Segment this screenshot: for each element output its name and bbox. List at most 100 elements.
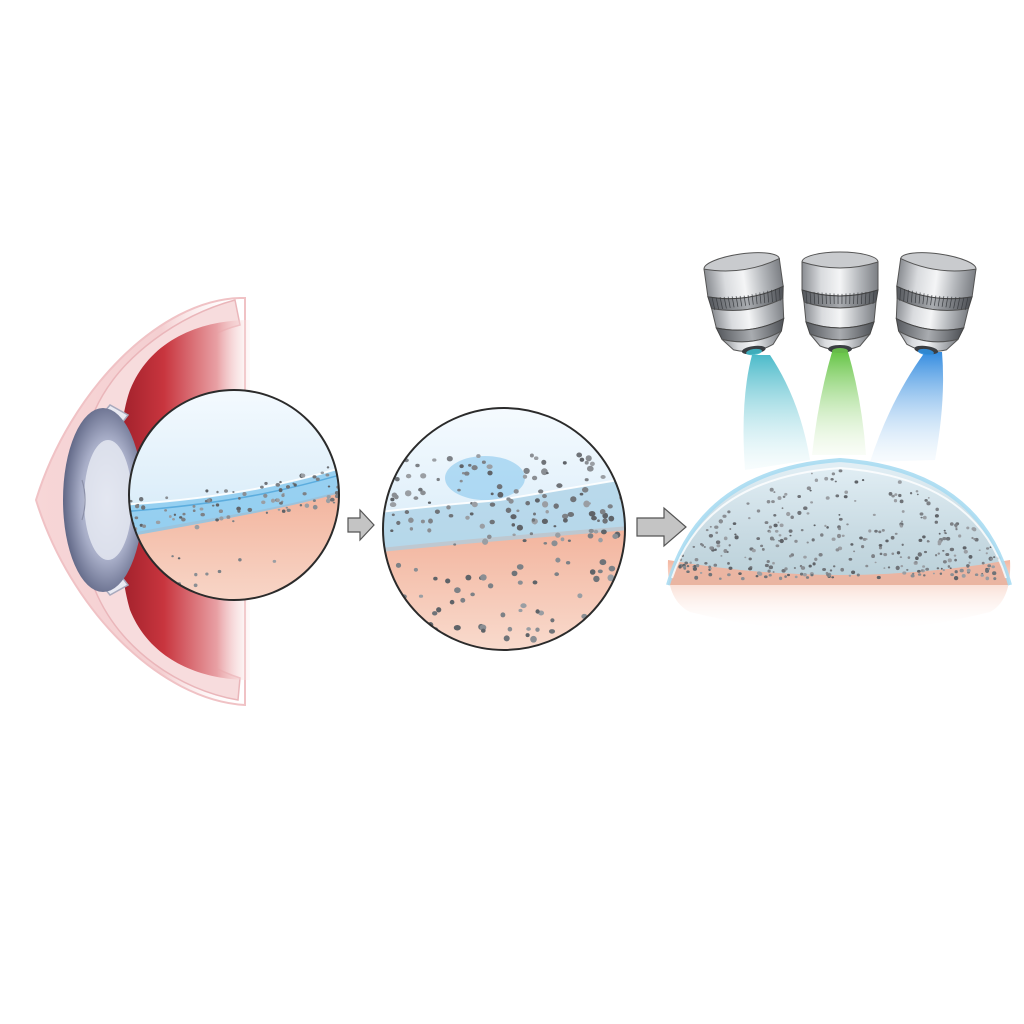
particle [891,494,895,498]
particle [535,627,540,632]
particle [238,497,241,500]
knurl-line [903,288,905,302]
particle [418,594,424,598]
particle [433,576,438,581]
particle [576,452,583,458]
objective-glow [918,348,934,356]
particle [516,509,520,513]
particle [588,528,594,533]
particle [838,469,843,473]
particle [837,533,841,539]
objective-glow [832,348,848,354]
particle [966,526,970,530]
particle [693,564,697,568]
knurl-line [767,290,769,303]
particle [205,489,209,493]
knurl-line [743,295,746,306]
particle [766,560,770,563]
particle [600,475,606,479]
particle [562,461,567,465]
particle [293,483,297,487]
particle [718,577,722,580]
particle [774,529,779,533]
particle [193,583,198,588]
particle [607,504,613,509]
particle [325,473,330,477]
particle [769,536,774,541]
particle [963,549,968,554]
particle [797,510,802,515]
objective-lens-left [703,252,785,356]
particle [811,538,815,542]
objective-glow [746,348,762,356]
particle [838,527,841,531]
particle [516,564,524,570]
particle [704,561,708,565]
particle [764,563,769,568]
particle [788,529,793,533]
particle [584,478,589,482]
particle [409,527,414,531]
particle [218,509,224,514]
particle [530,635,537,643]
particle [945,536,951,541]
particle [276,498,280,503]
particle [413,496,419,500]
particle [740,577,745,581]
particle [727,573,731,577]
particle [593,575,600,583]
objective-lenses [703,251,977,356]
particle [936,567,940,570]
particle [878,530,882,534]
knurl-line [964,297,969,311]
particle [831,576,835,579]
particle [878,544,883,547]
particle [985,568,990,573]
particle [897,480,902,484]
particle [179,516,183,519]
particle [790,515,794,519]
knurl-line [747,295,750,306]
particle [689,561,692,564]
particle [278,488,283,493]
particle [279,501,283,505]
particle [534,498,540,503]
particle [418,487,423,492]
particle [992,571,997,576]
particle [471,465,478,471]
particle [565,561,571,565]
particle [242,491,247,497]
particle [971,536,974,540]
particle [899,556,903,559]
particle [766,500,771,504]
particle [773,513,777,517]
particle [865,538,868,541]
particle [541,501,549,508]
particle [920,569,924,572]
particle [872,513,876,517]
particle [958,534,962,538]
particle [334,491,339,495]
particle [610,641,615,646]
knurl-line [945,296,949,308]
particle [799,572,804,576]
knurl-line [960,297,965,310]
knurl-line [857,292,859,305]
particle [464,471,470,476]
particle [916,493,919,496]
particle [756,537,761,541]
particle [182,512,186,516]
particle [826,573,830,577]
objective-lens-center [801,251,879,354]
particle [709,546,713,550]
particle [553,525,557,528]
arrow-1 [347,508,375,542]
particle [487,470,493,476]
particle [860,545,865,549]
particle [947,565,951,568]
particle [901,520,903,523]
particle [968,555,973,559]
particle [522,474,528,479]
particle [448,514,454,518]
particle [490,492,494,496]
